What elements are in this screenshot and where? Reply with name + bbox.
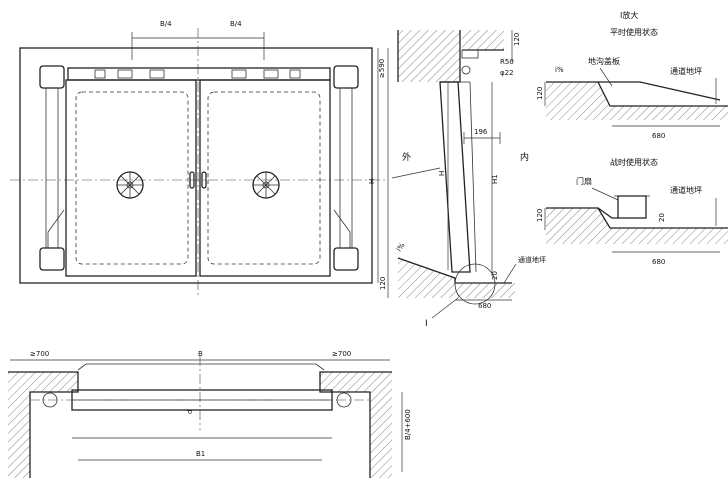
label-outside: 外 (402, 151, 411, 163)
label-trench-cover: 地沟盖板 (588, 56, 620, 66)
dim-right-700: ≥700 (332, 350, 351, 358)
dim-side: B/4+600 (404, 409, 412, 440)
door-leaf-section (439, 81, 471, 273)
dim-d: d (186, 410, 194, 414)
dim-b1: B1 (196, 450, 205, 458)
dim-bottom-120: 120 (379, 277, 387, 290)
dim-height: H (368, 179, 376, 184)
wartime-title: 战时使用状态 (610, 157, 658, 167)
label-inside: 内 (520, 151, 529, 163)
dim-120-2: 120 (536, 209, 544, 222)
front-elevation: B/4 B/4 H (10, 20, 385, 296)
detail-title: I放大 (620, 10, 638, 20)
vertical-section: 120 R50 φ22 ≥590 196 H H1 外 内 120 20 680… (378, 30, 546, 329)
dim-quarter-left: B/4 (160, 20, 172, 28)
hinge-right-top (333, 65, 359, 89)
dim-r50: R50 (500, 58, 514, 66)
dim-top-120: 120 (513, 33, 521, 46)
hinge-left-bottom (39, 247, 65, 271)
handwheel-right-icon (252, 171, 280, 199)
dim-20-2: 20 (658, 213, 666, 222)
detail-enlarged: I放大 平时使用状态 地沟盖板 通道地坪 i% 120 680 战时使用状态 门… (536, 10, 728, 266)
dim-b: B (198, 350, 203, 358)
door-leaf-right (199, 79, 331, 277)
dim-680-2: 680 (652, 258, 665, 266)
label-door-leaf: 门扇 (576, 176, 592, 186)
label-floor: 通道地坪 (518, 255, 546, 264)
hinge-right-bottom (333, 247, 359, 271)
slope-1: i% (555, 66, 564, 74)
dim-h1: H1 (491, 174, 499, 184)
plan-view: ≥700 B ≥700 d B1 B/4+600 (8, 350, 412, 478)
handle-left (189, 171, 195, 189)
hinge-left-top (39, 65, 65, 89)
label-detail: I (425, 319, 428, 329)
peacetime-title: 平时使用状态 (610, 27, 658, 37)
door-leaf-bottom (617, 195, 647, 219)
opening-outline (19, 47, 373, 284)
dim-680-1: 680 (652, 132, 665, 140)
label-floor-2: 通道地坪 (670, 185, 702, 195)
dim-phi22: φ22 (500, 69, 514, 77)
handle-right (201, 171, 207, 189)
dim-quarter-right: B/4 (230, 20, 242, 28)
slope-left: i% (395, 241, 407, 253)
handwheel-left-icon (116, 171, 144, 199)
dim-120-1: 120 (536, 87, 544, 100)
dim-h: H (438, 171, 446, 176)
dim-gte-590: ≥590 (378, 59, 386, 78)
label-floor-1: 通道地坪 (670, 66, 702, 76)
dim-left-700: ≥700 (30, 350, 49, 358)
dim-680: 680 (478, 302, 491, 310)
dim-20: 20 (491, 271, 499, 280)
dim-196: 196 (474, 128, 488, 136)
door-leaf-left (65, 79, 197, 277)
